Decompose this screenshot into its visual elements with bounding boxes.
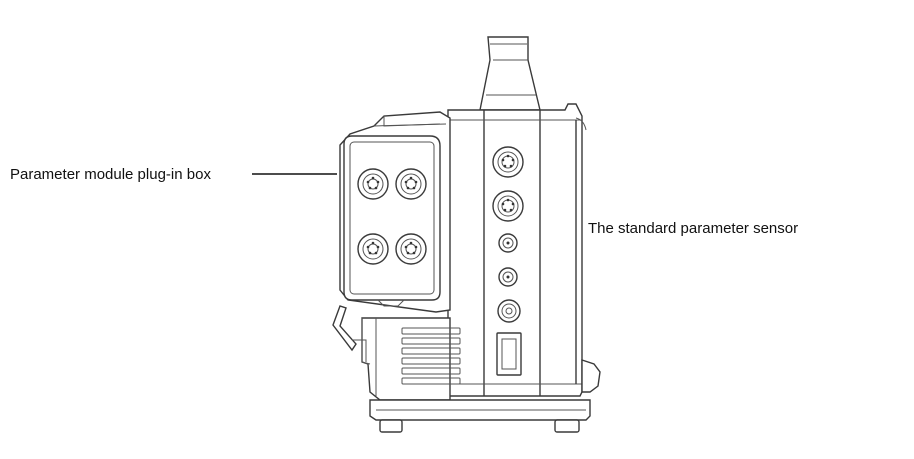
lower-housing <box>361 317 451 401</box>
module-connector-bottom-right <box>395 233 427 265</box>
stand-lever <box>332 305 367 362</box>
standard-connectors <box>492 146 524 376</box>
module-connector-top-right <box>395 168 427 200</box>
module-plug-in-box <box>339 111 451 313</box>
connector-large-1 <box>492 146 524 178</box>
base-feet <box>369 399 591 433</box>
label-parameter-module-box: Parameter module plug-in box <box>10 166 211 183</box>
connector-small-1 <box>498 233 518 253</box>
main-body <box>447 103 601 397</box>
vent-grille <box>401 327 461 385</box>
connector-small-2 <box>498 267 518 287</box>
module-connector-top-left <box>357 168 389 200</box>
module-connector-bottom-left <box>357 233 389 265</box>
top-handle <box>479 36 541 111</box>
label-standard-parameter-sensor: The standard parameter sensor <box>588 220 799 237</box>
connector-nibp <box>497 299 521 323</box>
slot-port <box>496 332 522 376</box>
connector-large-2 <box>492 190 524 222</box>
